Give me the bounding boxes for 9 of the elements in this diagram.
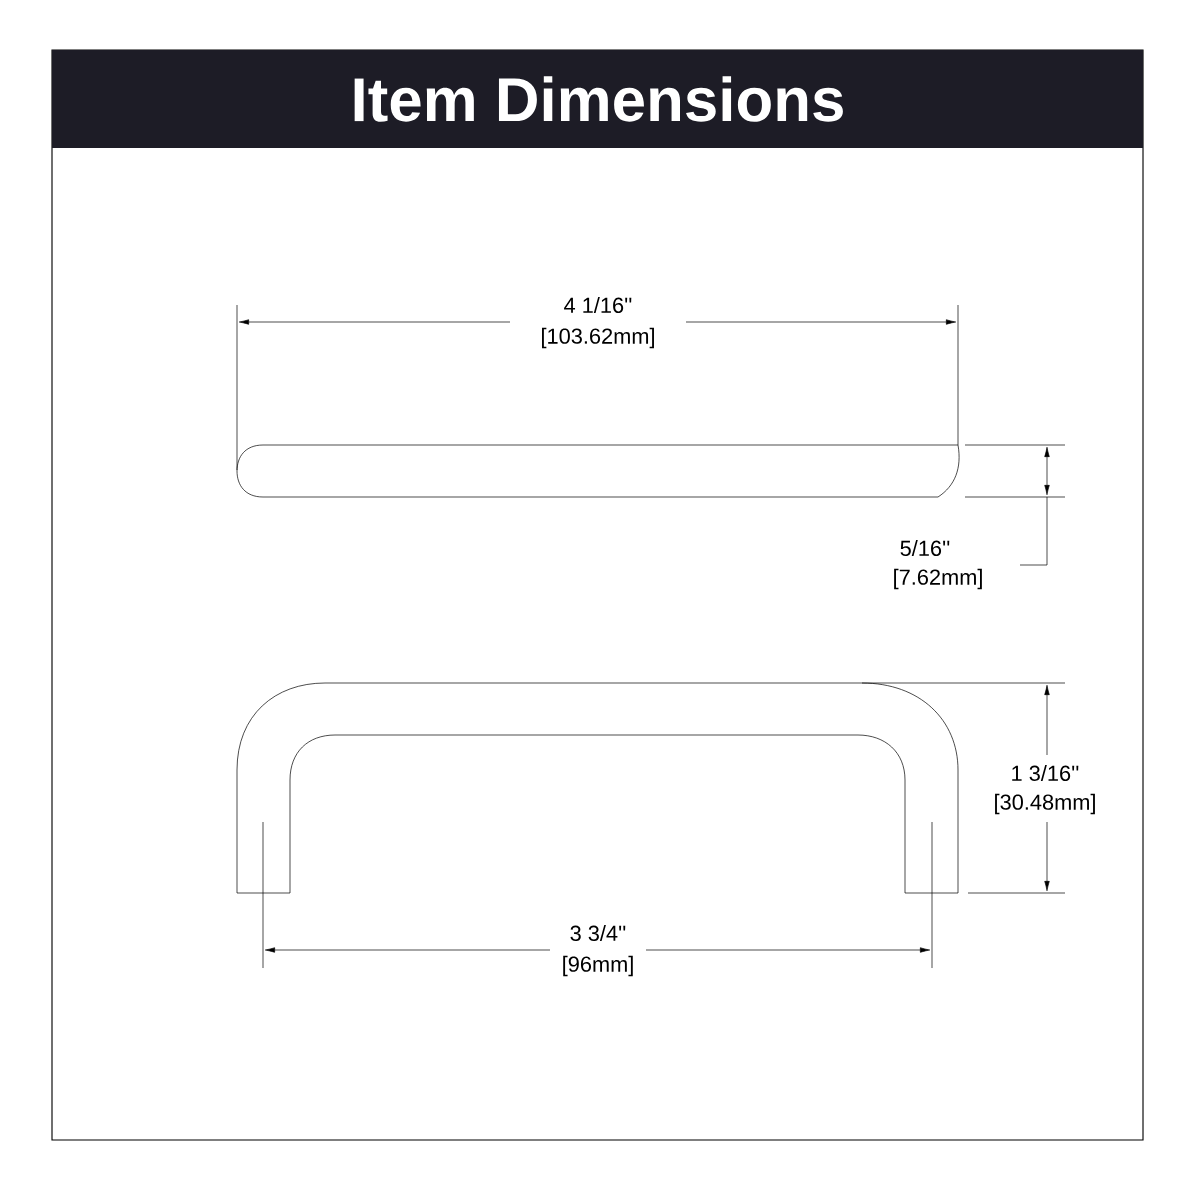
dimension-label: [96mm]: [563, 955, 633, 977]
dimension-label: 3 3/4'': [570, 925, 626, 941]
dimension-label: [103.62mm]: [542, 327, 654, 349]
dimension-label: 1 3/16'': [1012, 765, 1079, 781]
dimension-label: [7.62mm]: [894, 568, 982, 590]
title-bar: Item Dimensions: [52, 50, 1143, 148]
dimension-label: 4 1/16'': [564, 297, 632, 313]
dimension-label: 5/16'': [900, 540, 950, 556]
dimension-label: [30.48mm]: [995, 793, 1095, 815]
